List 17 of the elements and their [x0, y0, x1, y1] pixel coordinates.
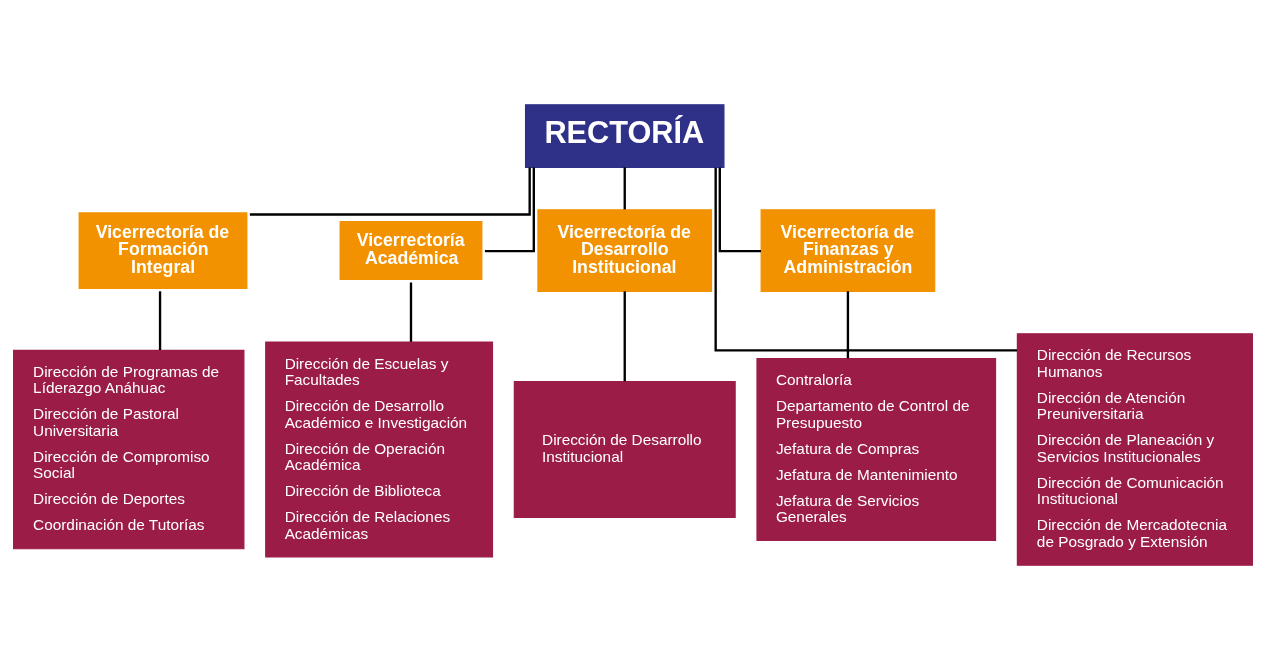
connector: [623, 291, 626, 382]
connector: [846, 291, 850, 359]
connector: [484, 167, 535, 253]
node-box: Dirección de Programas de Líderazgo Anáhuac Dirección de Pastoral Universitaria Dirección de Compromiso Social Dirección de Deportes Coordinación de Tutorías: [13, 349, 245, 550]
node-box: RECTORÍA: [524, 104, 725, 168]
node-box: Dirección de Desarrollo Institucional: [513, 381, 736, 519]
node-box: Dirección de Recursos Humanos Dirección de Atención Preuniversitaria Dirección de Planeación y Servicios Institucionales Dirección de Comunicación Institucional Dirección de Mercadotecnia de Posgrado y Extensión: [1016, 333, 1253, 566]
node-box: Dirección de Escuelas y Facultades Dirección de Desarrollo Académico e Investigación Dirección de Operación Académica Dirección de Biblioteca Dirección de Relaciones Académicas: [265, 341, 494, 558]
connector: [623, 167, 626, 210]
node-box: Contraloría Departamento de Control de Presupuesto Jefatura de Compras Jefatura de Mantenimiento Jefatura de Servicios Generales: [756, 358, 997, 542]
connector: [718, 167, 762, 253]
connector: [714, 167, 1017, 352]
node-box: Vicerrectoría de Desarrollo Institucional: [537, 209, 713, 292]
node-box: Vicerrectoría de Finanzas y Administración: [760, 209, 936, 292]
connector: [249, 167, 531, 216]
connector: [409, 282, 413, 342]
connector: [158, 291, 162, 351]
